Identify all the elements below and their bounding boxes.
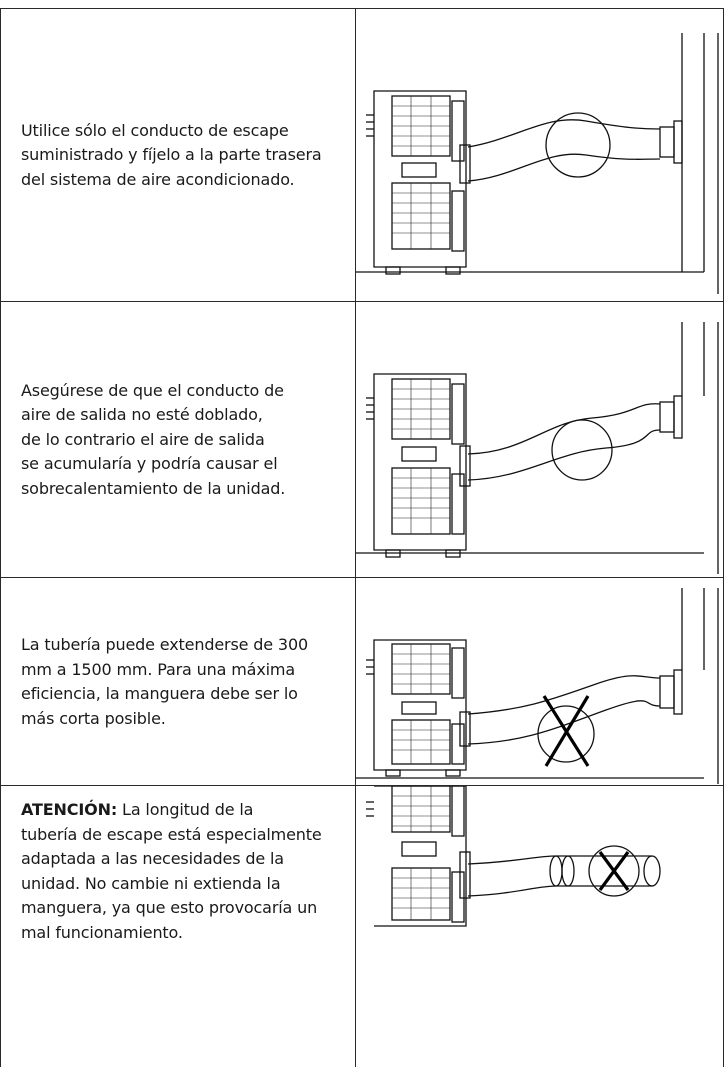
text-line: manguera, ya que esto provocaría un: [21, 898, 318, 917]
ac-hose-no-extension-figure: [366, 786, 661, 927]
instruction-text: La tubería puede extenderse de 300 mm a …: [21, 633, 343, 731]
instruction-row-2: Asegúrese de que el conducto de aire de …: [0, 301, 724, 578]
instruction-text: Asegúrese de que el conducto de aire de …: [21, 379, 343, 502]
instruction-text: ATENCIÓN: La longitud de la tubería de e…: [21, 798, 343, 945]
instruction-row-3: La tubería puede extenderse de 300 mm a …: [0, 577, 724, 786]
instruction-table: Utilice sólo el conducto de escape sumin…: [0, 8, 724, 1067]
warning-label: ATENCIÓN:: [21, 800, 118, 819]
figure-cell: [356, 9, 724, 302]
text-line: La longitud de la: [117, 800, 254, 819]
ac-hose-extension-figure: [356, 588, 719, 784]
text-line: mal funcionamiento.: [21, 922, 183, 942]
text-line: se acumularía y podría causar el: [21, 454, 278, 474]
figure-cell: [356, 302, 724, 578]
figure-cell: [356, 578, 724, 786]
text-line: del sistema de aire acondicionado.: [21, 169, 295, 189]
text-line: tubería de escape está especialmente: [21, 824, 322, 844]
prohibited-cross-icon: [542, 695, 590, 767]
text-line: Utilice sólo el conducto de escape: [21, 120, 289, 140]
text-line: más corta posible.: [21, 708, 166, 728]
ac-exhaust-installation-figure: [356, 33, 719, 294]
text-line: Asegúrese de que el conducto de: [21, 380, 284, 400]
text-line: eficiencia, la manguera debe ser lo: [21, 684, 298, 703]
text-line: mm a 1500 mm. Para una máxima: [21, 659, 296, 679]
text-line: adaptada a las necesidades de la: [21, 849, 284, 868]
prohibited-cross-icon: [598, 851, 630, 891]
instruction-row-4: ATENCIÓN: La longitud de la tubería de e…: [0, 785, 724, 1067]
text-cell: Utilice sólo el conducto de escape sumin…: [0, 9, 356, 302]
text-line: sobrecalentamiento de la unidad.: [21, 478, 286, 498]
instruction-row-1: Utilice sólo el conducto de escape sumin…: [0, 8, 724, 302]
text-cell: La tubería puede extenderse de 300 mm a …: [0, 578, 356, 786]
text-cell: Asegúrese de que el conducto de aire de …: [0, 302, 356, 578]
text-line: suministrado y fíjelo a la parte trasera: [21, 145, 322, 165]
text-line: La tubería puede extenderse de 300: [21, 635, 309, 654]
text-line: de lo contrario el aire de salida: [21, 429, 265, 449]
text-cell: ATENCIÓN: La longitud de la tubería de e…: [0, 786, 356, 1067]
text-line: unidad. No cambie ni extienda la: [21, 873, 281, 893]
instruction-text: Utilice sólo el conducto de escape sumin…: [21, 119, 343, 193]
ac-exhaust-hose-figure: [356, 322, 719, 574]
text-line: aire de salida no esté doblado,: [21, 405, 263, 425]
figure-cell: [356, 786, 724, 1067]
